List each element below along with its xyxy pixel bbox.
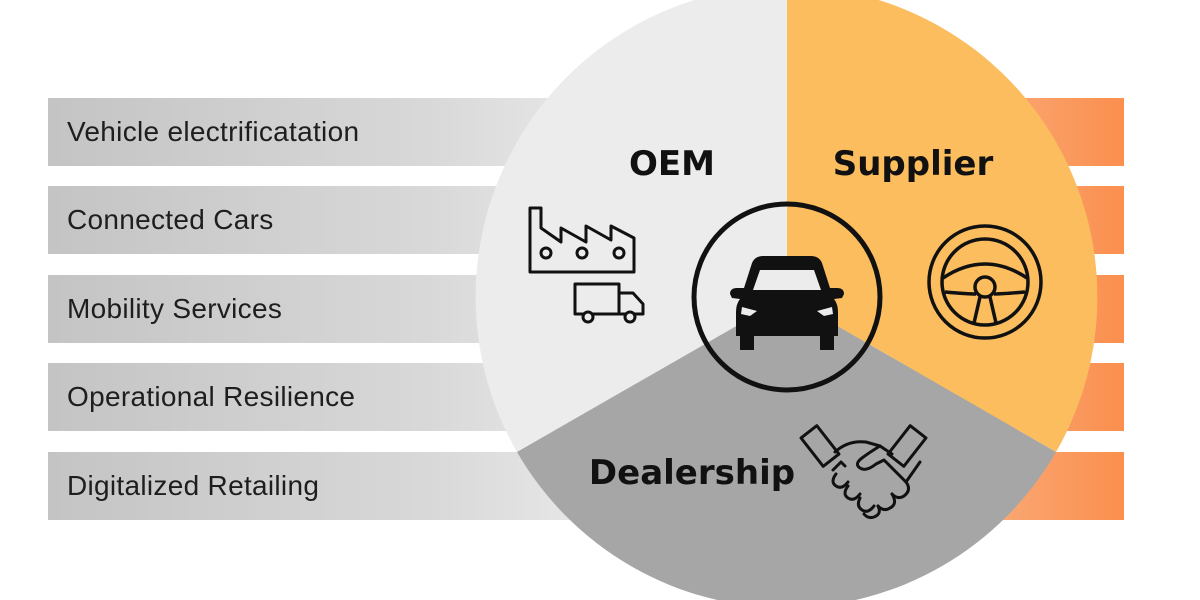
- item-label-connected-cars: Connected Cars: [67, 204, 274, 235]
- dealership-label: Dealership: [589, 453, 795, 493]
- dealership-segment: [517, 297, 1056, 600]
- factory-icon: [528, 206, 636, 274]
- oem-segment: [475, 0, 787, 452]
- handshake-icon: [799, 424, 928, 520]
- item-label-digitalized-retailing: Digitalized Retailing: [67, 470, 320, 501]
- car-icon: [730, 256, 844, 350]
- center-ring: [691, 201, 883, 393]
- supplier-segment: [787, 0, 1098, 452]
- oem-label: OEM: [629, 144, 715, 184]
- supplier-label: Supplier: [833, 144, 994, 184]
- item-label-operational-resilience: Operational Resilience: [67, 381, 356, 412]
- truck-icon: [573, 282, 645, 324]
- steering-wheel-icon: [927, 224, 1043, 340]
- item-label-vehicle-electrification: Vehicle electrificatation: [67, 116, 360, 147]
- item-label-mobility-services: Mobility Services: [67, 293, 283, 324]
